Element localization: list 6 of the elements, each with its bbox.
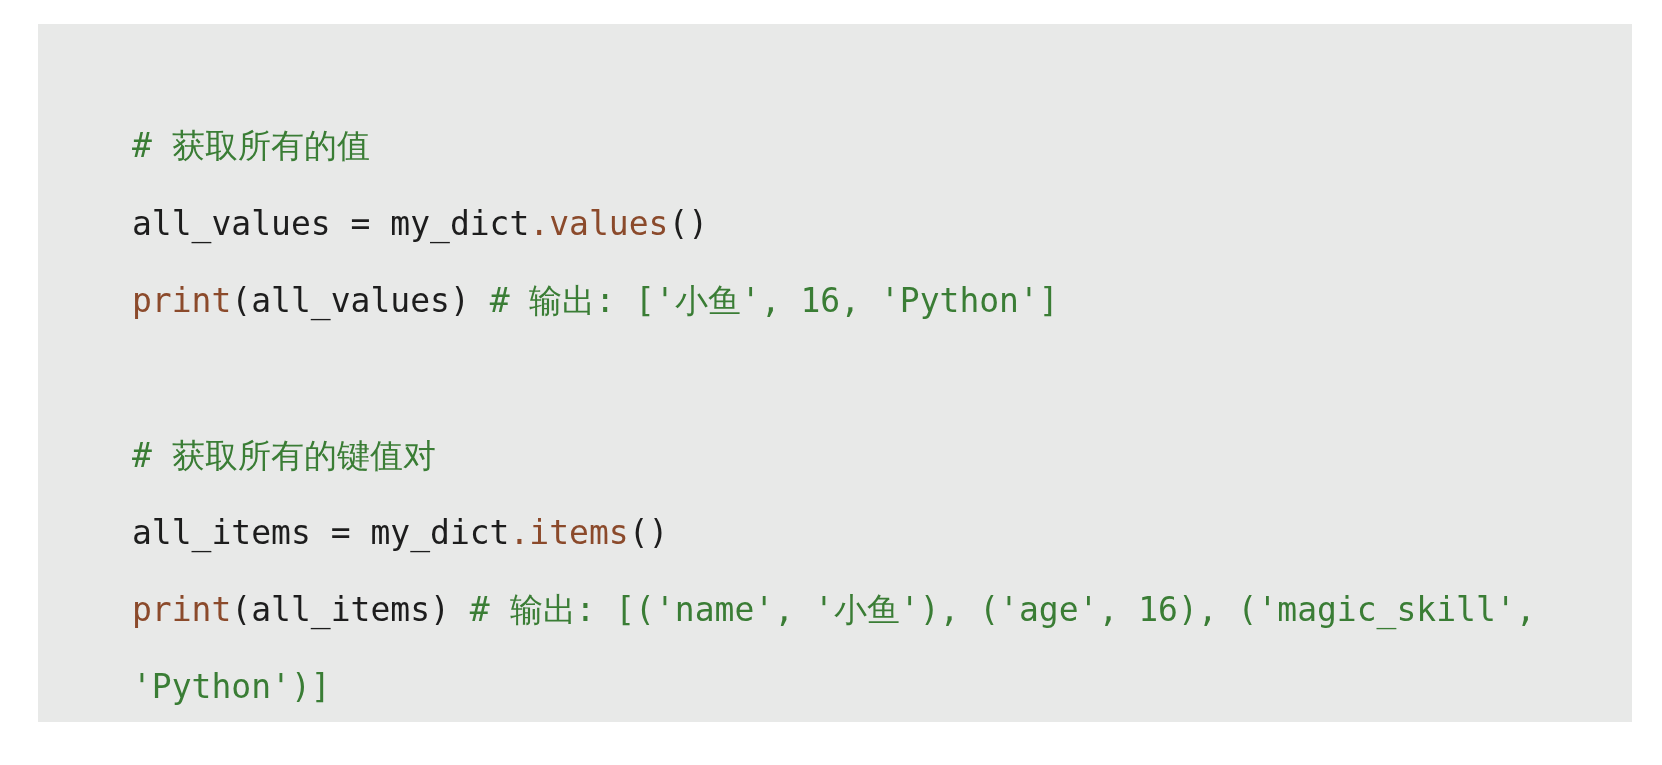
code-comment: # 获取所有的值 — [132, 125, 371, 167]
code-line: all_values = my_dict.values() — [132, 203, 710, 246]
code-line: print(all_values) # 输出: ['小鱼', 16, 'Python'] — [132, 280, 1060, 323]
code-comment: # 获取所有的键值对 — [132, 435, 437, 477]
code-line: all_items = my_dict.items() — [132, 512, 670, 555]
code-line: print(all_items) # 输出: [('name', '小鱼'), ('age', 16), ('magic_skill', 'Python')] — [132, 589, 1537, 708]
